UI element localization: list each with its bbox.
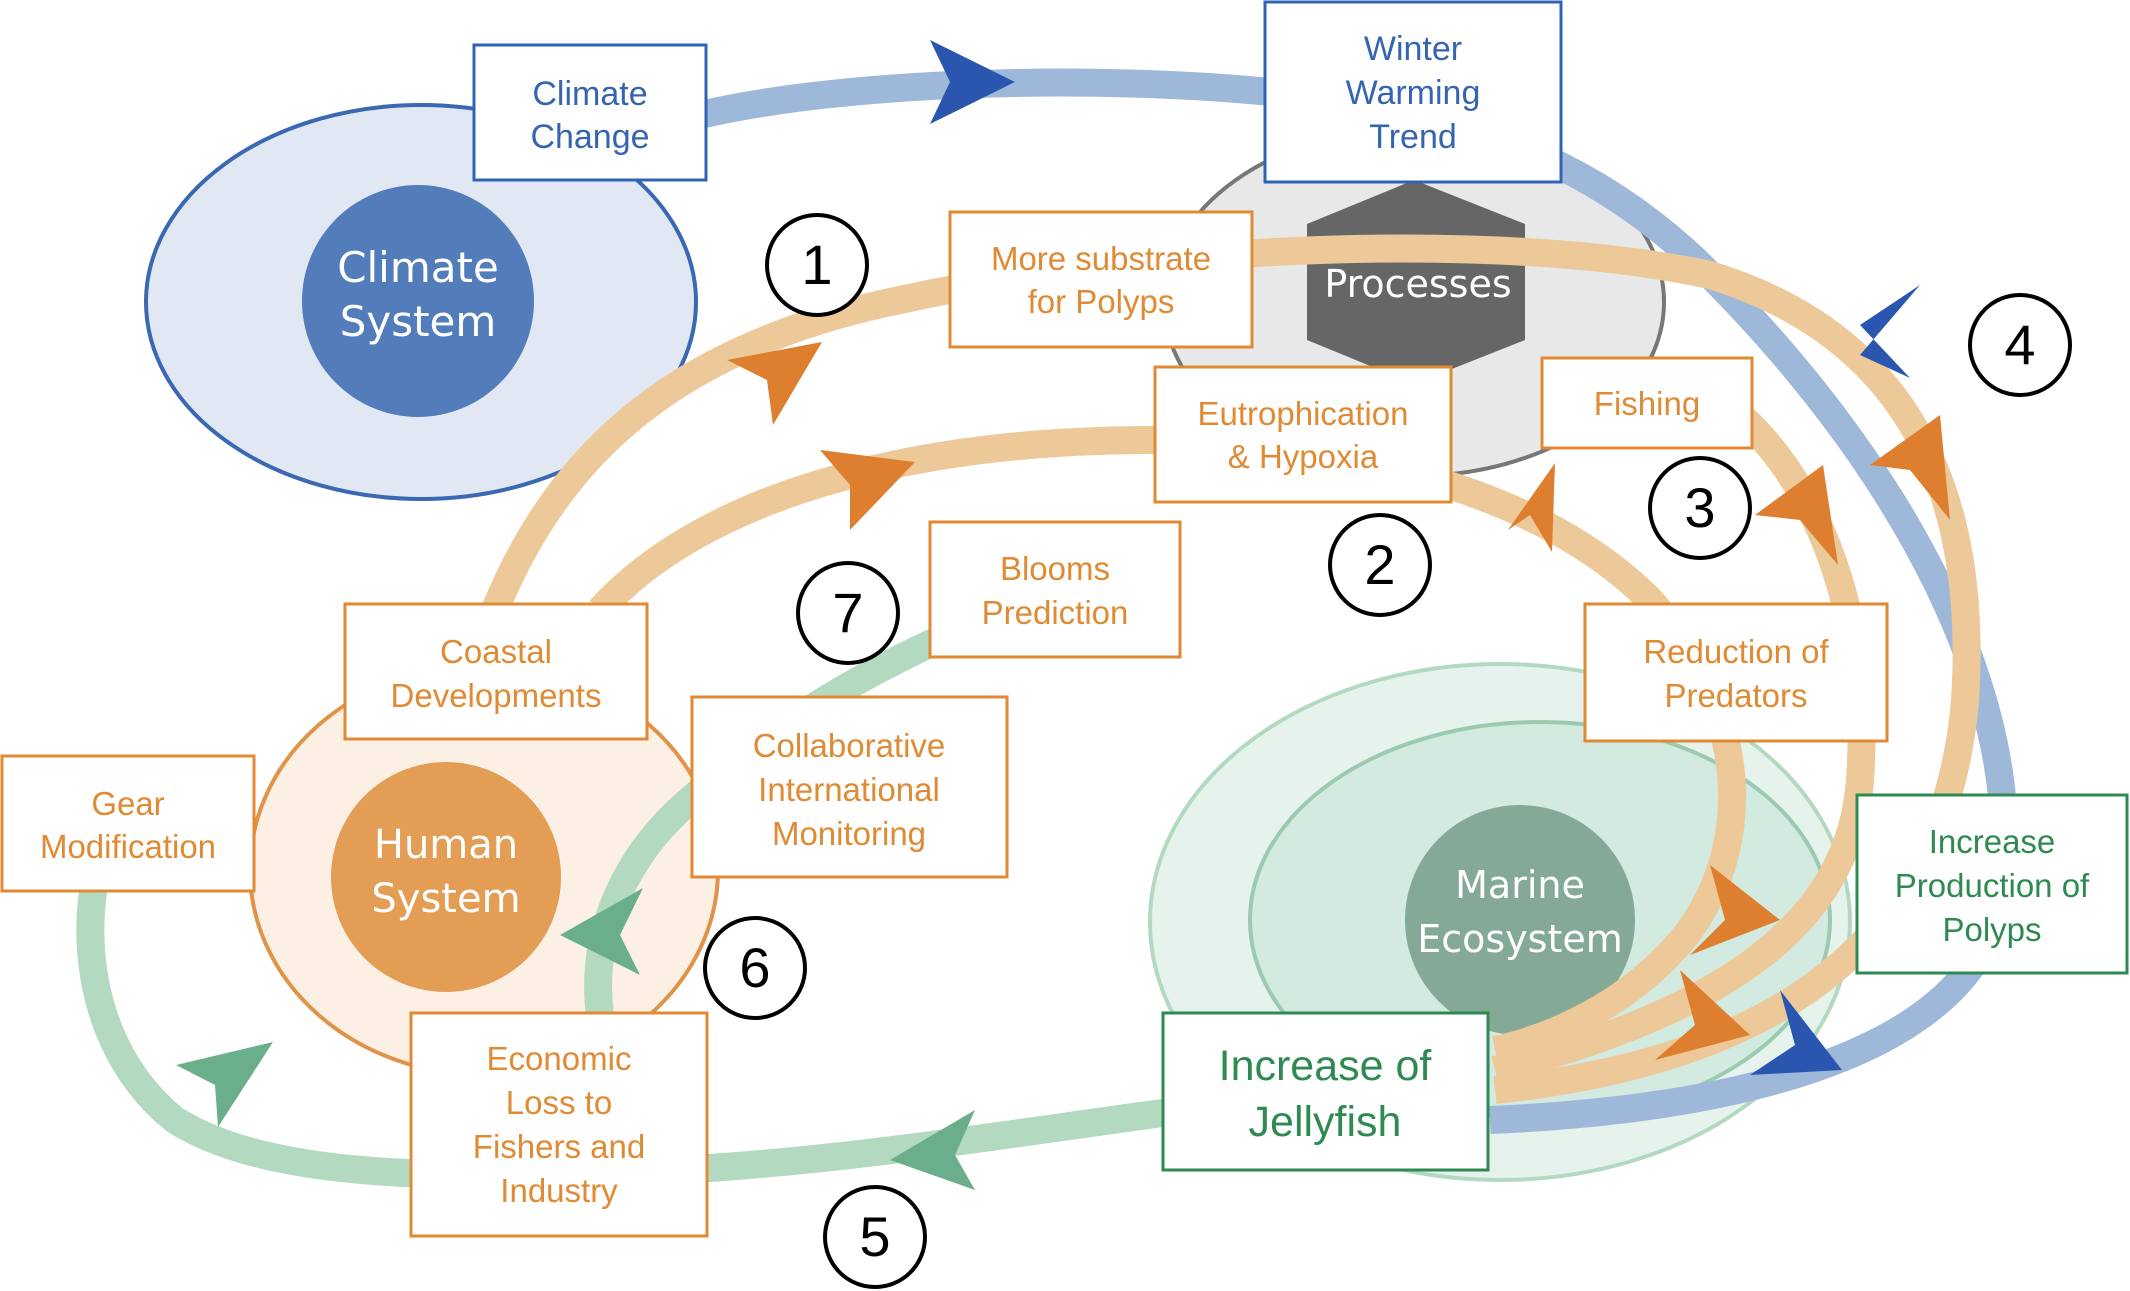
economic-loss-line-4: Industry: [500, 1172, 618, 1209]
fishing-line-1: Fishing: [1594, 385, 1700, 422]
increase-polyps-line-1: Increase: [1929, 823, 2056, 860]
pathway-6-monitoring: [584, 789, 700, 1017]
pathway-4-climate: [696, 68, 2019, 1134]
arrowhead-orange-fishing: [1755, 465, 1838, 565]
gear-modification-line-1: Gear: [91, 785, 164, 822]
box-economic-loss: Economic Loss to Fishers and Industry: [409, 1011, 709, 1238]
box-reduction-predators: Reduction of Predators: [1583, 602, 1889, 743]
marine-ecosystem-label-2: Ecosystem: [1417, 917, 1623, 961]
box-increase-jellyfish: Increase of Jellyfish: [1161, 1011, 1490, 1172]
winter-warming-line-1: Winter: [1364, 30, 1462, 68]
winter-warming-line-3: Trend: [1369, 118, 1457, 156]
increase-jellyfish-line-2: Jellyfish: [1249, 1098, 1402, 1146]
arrowhead-green-human: [560, 888, 643, 975]
arrowhead-green-gear: [176, 1042, 273, 1127]
box-fishing: Fishing: [1540, 356, 1754, 450]
box-gear-modification: Gear Modification: [0, 754, 256, 893]
marker-1-label: 1: [801, 233, 832, 296]
more-substrate-line-2: for Polyps: [1028, 283, 1175, 320]
arrowhead-orange-2: [820, 450, 915, 530]
climate-system-label-1: Climate: [337, 243, 499, 292]
box-increase-polyps: Increase Production of Polyps: [1855, 793, 2129, 975]
arrowhead-green-economic: [890, 1110, 975, 1190]
marker-4-label: 4: [2004, 313, 2035, 376]
gear-modification-line-2: Modification: [40, 828, 216, 865]
box-eutrophication-hypoxia: Eutrophication & Hypoxia: [1153, 365, 1453, 504]
marker-4: 4: [1968, 293, 2072, 397]
arrowhead-orange-1: [727, 342, 822, 425]
arrowhead-orange-right: [1870, 415, 1950, 520]
marker-7: 7: [796, 561, 900, 665]
coastal-developments-line-1: Coastal: [440, 633, 552, 670]
increase-polyps-line-2: Production of: [1895, 867, 2090, 904]
eutrophication-line-2: & Hypoxia: [1228, 438, 1379, 475]
collaborative-monitoring-line-3: Monitoring: [772, 815, 926, 852]
box-winter-warming-trend: Winter Warming Trend: [1263, 0, 1563, 184]
economic-loss-line-1: Economic: [487, 1040, 632, 1077]
marker-6-label: 6: [739, 936, 770, 999]
climate-system: Climate System: [144, 103, 698, 501]
economic-loss-line-2: Loss to: [506, 1084, 612, 1121]
coastal-developments-line-2: Developments: [391, 677, 602, 714]
marker-3: 3: [1648, 456, 1752, 560]
human-system-label-1: Human: [374, 822, 518, 868]
climate-system-circle: [302, 185, 534, 417]
marine-ecosystem-label-1: Marine: [1455, 863, 1585, 907]
marker-2-label: 2: [1364, 533, 1395, 596]
increase-jellyfish-line-1: Increase of: [1219, 1042, 1433, 1090]
marker-5: 5: [823, 1185, 927, 1289]
blooms-prediction-line-2: Prediction: [982, 594, 1129, 631]
more-substrate-line-1: More substrate: [991, 240, 1211, 277]
eutrophication-line-1: Eutrophication: [1198, 395, 1409, 432]
box-more-substrate: More substrate for Polyps: [948, 210, 1254, 349]
reduction-predators-line-2: Predators: [1664, 677, 1807, 714]
reduction-predators-line-1: Reduction of: [1643, 633, 1829, 670]
marine-ecosystem-circle: [1405, 805, 1635, 1035]
processes-hexagon: [1307, 180, 1525, 384]
arrowhead-orange-marine-2: [1655, 970, 1750, 1060]
box-climate-change: Climate Change: [472, 43, 708, 182]
numbered-markers: 1 2 3 4 5 6 7: [703, 213, 2072, 1289]
economic-loss-line-3: Fishers and: [473, 1128, 645, 1165]
box-collaborative-monitoring: Collaborative International Monitoring: [690, 695, 1009, 879]
box-coastal-developments: Coastal Developments: [343, 602, 649, 741]
human-system-label-2: System: [371, 876, 520, 922]
increase-polyps-line-3: Polyps: [1942, 911, 2041, 948]
arrowheads: [176, 40, 1950, 1190]
collaborative-monitoring-line-2: International: [758, 771, 940, 808]
box-blooms-prediction: Blooms Prediction: [928, 520, 1182, 659]
collaborative-monitoring-line-1: Collaborative: [753, 727, 946, 764]
arrowhead-blue-top: [930, 40, 1015, 124]
climate-system-label-2: System: [340, 297, 497, 346]
marker-6: 6: [703, 916, 807, 1020]
marker-2: 2: [1328, 513, 1432, 617]
marker-7-label: 7: [832, 581, 863, 644]
arrowhead-blue-right: [1860, 285, 1920, 378]
marker-5-label: 5: [859, 1205, 890, 1268]
human-system-circle: [331, 762, 561, 992]
arrowhead-blue-bottom: [1750, 990, 1842, 1075]
processes-label: Processes: [1324, 262, 1511, 306]
winter-warming-line-2: Warming: [1346, 74, 1481, 112]
climate-change-line-2: Change: [530, 118, 649, 156]
marker-1: 1: [765, 213, 869, 317]
marker-3-label: 3: [1684, 476, 1715, 539]
climate-change-line-1: Climate: [532, 75, 647, 113]
blooms-prediction-line-1: Blooms: [1000, 550, 1110, 587]
arrowhead-orange-eutro: [1508, 463, 1555, 552]
arrowhead-orange-marine-1: [1690, 865, 1780, 955]
